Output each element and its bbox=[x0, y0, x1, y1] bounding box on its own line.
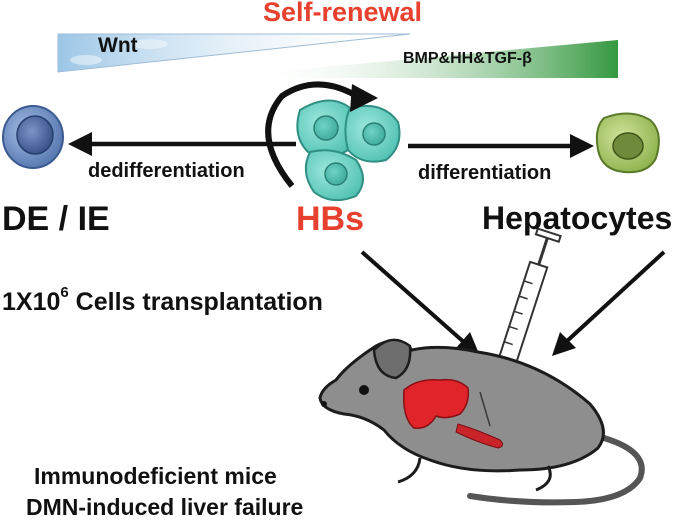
transplant-dose-label: 1X106 Cells transplantation bbox=[2, 284, 323, 317]
wnt-label: Wnt bbox=[98, 34, 138, 57]
self-renewal-arrowhead bbox=[350, 84, 378, 112]
signal-gradient-bar bbox=[57, 33, 618, 78]
self-renewal-title: Self-renewal bbox=[262, 0, 423, 27]
hb-transplant-arrow bbox=[360, 250, 468, 346]
mouse-icon bbox=[318, 338, 645, 506]
de-ie-cell-icon bbox=[2, 105, 64, 169]
differentiation-label: differentiation bbox=[418, 162, 552, 184]
dose-exponent: 6 bbox=[60, 284, 69, 301]
de-ie-label: DE / IE bbox=[2, 200, 110, 238]
syringe-icon bbox=[497, 227, 562, 389]
dose-base: 1X10 bbox=[2, 288, 61, 316]
dedifferentiation-arrowhead bbox=[68, 132, 92, 156]
model-line-1: Immunodeficient mice bbox=[34, 463, 277, 489]
differentiation-arrowhead bbox=[570, 134, 594, 158]
hb-cell-cluster-icon bbox=[296, 99, 401, 202]
bmp-hh-tgf-label: BMP&HH&TGF-β bbox=[403, 50, 532, 67]
hepatocyte-cell-icon bbox=[595, 112, 660, 174]
model-line-2: DMN-induced liver failure bbox=[26, 494, 304, 520]
dose-text: Cells transplantation bbox=[68, 288, 323, 316]
dedifferentiation-label: dedifferentiation bbox=[88, 160, 245, 182]
hepatocyte-transplant-arrow bbox=[564, 250, 666, 344]
hepatocyte-transplant-arrowhead bbox=[552, 332, 576, 356]
self-renewal-arrow bbox=[265, 81, 362, 188]
hepatocytes-label: Hepatocytes bbox=[482, 200, 673, 236]
liver-icon bbox=[402, 378, 470, 429]
hbs-label: HBs bbox=[296, 200, 365, 238]
